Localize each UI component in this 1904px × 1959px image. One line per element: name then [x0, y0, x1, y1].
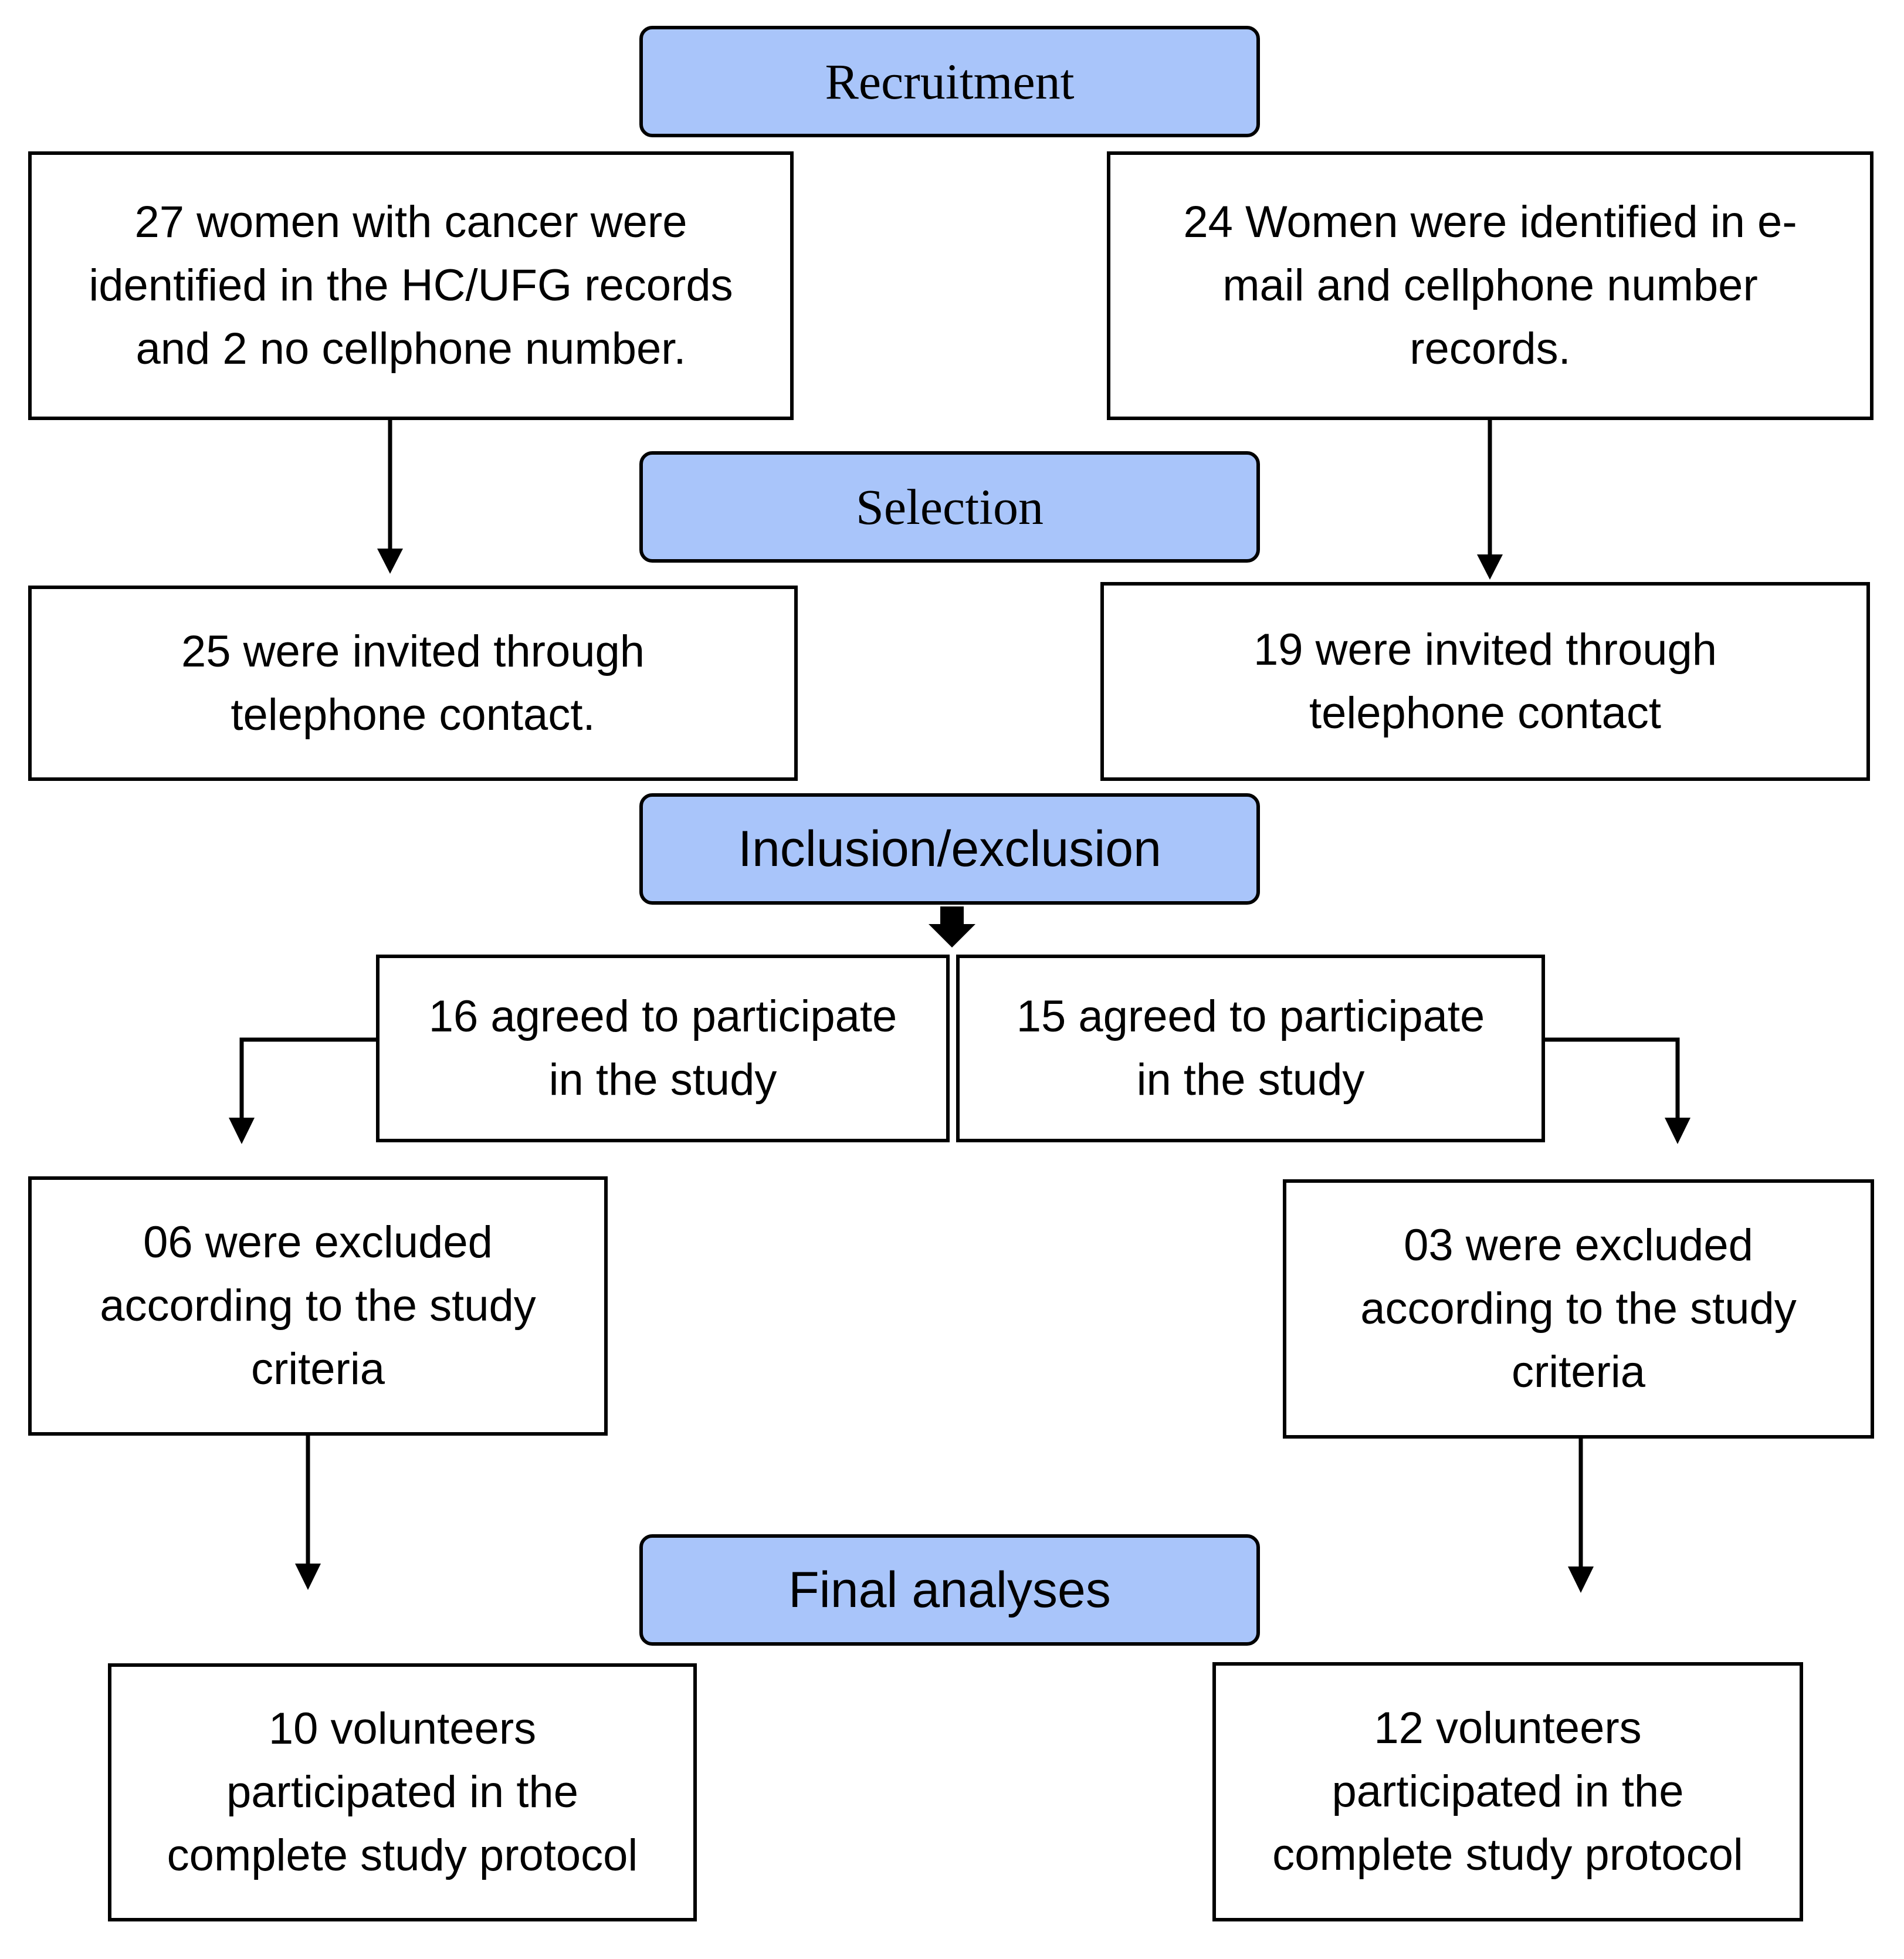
box-right-invited-text: 19 were invited through telephone contac…: [1253, 624, 1717, 738]
box-left-identified: 27 women with cancer were identified in …: [28, 151, 794, 420]
box-right-excluded-text: 03 were excluded according to the study …: [1360, 1220, 1797, 1397]
box-right-identified: 24 Women were identified in e- mail and …: [1107, 151, 1873, 420]
arrowhead-left-invited: [377, 549, 403, 574]
stage-selection: Selection: [639, 451, 1260, 563]
arrowhead-left-excluded: [229, 1118, 255, 1144]
arrowhead-right-final: [1568, 1566, 1594, 1593]
box-left-agreed: 16 agreed to participate in the study: [376, 955, 950, 1142]
box-right-identified-text: 24 Women were identified in e- mail and …: [1183, 197, 1797, 374]
box-right-agreed-text: 15 agreed to participate in the study: [1016, 992, 1485, 1105]
box-left-invited: 25 were invited through telephone contac…: [28, 586, 798, 781]
box-left-invited-text: 25 were invited through telephone contac…: [181, 626, 645, 740]
stage-recruitment: Recruitment: [639, 26, 1260, 137]
box-left-excluded-text: 06 were excluded according to the study …: [100, 1217, 536, 1394]
box-left-final-text: 10 volunteers participated in the comple…: [167, 1704, 638, 1880]
box-right-invited: 19 were invited through telephone contac…: [1100, 582, 1870, 781]
box-left-identified-text: 27 women with cancer were identified in …: [89, 197, 733, 374]
arrow-right-agreed-to-excluded: [1544, 1037, 1680, 1118]
stage-final-analyses: Final analyses: [639, 1534, 1260, 1646]
box-left-agreed-text: 16 agreed to participate in the study: [428, 992, 897, 1105]
box-right-final-text: 12 volunteers participated in the comple…: [1272, 1703, 1743, 1880]
block-arrow-inclusion: [929, 906, 975, 948]
box-right-agreed: 15 agreed to participate in the study: [956, 955, 1545, 1142]
box-left-final: 10 volunteers participated in the comple…: [108, 1663, 697, 1921]
box-right-excluded: 03 were excluded according to the study …: [1283, 1179, 1874, 1439]
arrowhead-right-invited: [1477, 554, 1503, 580]
arrowhead-right-excluded: [1665, 1118, 1690, 1144]
arrow-left-agreed-to-excluded: [239, 1037, 376, 1118]
stage-inclusion-exclusion: Inclusion/exclusion: [639, 793, 1260, 905]
box-left-excluded: 06 were excluded according to the study …: [28, 1176, 608, 1436]
arrowhead-left-final: [295, 1564, 321, 1590]
box-right-final: 12 volunteers participated in the comple…: [1212, 1662, 1803, 1921]
